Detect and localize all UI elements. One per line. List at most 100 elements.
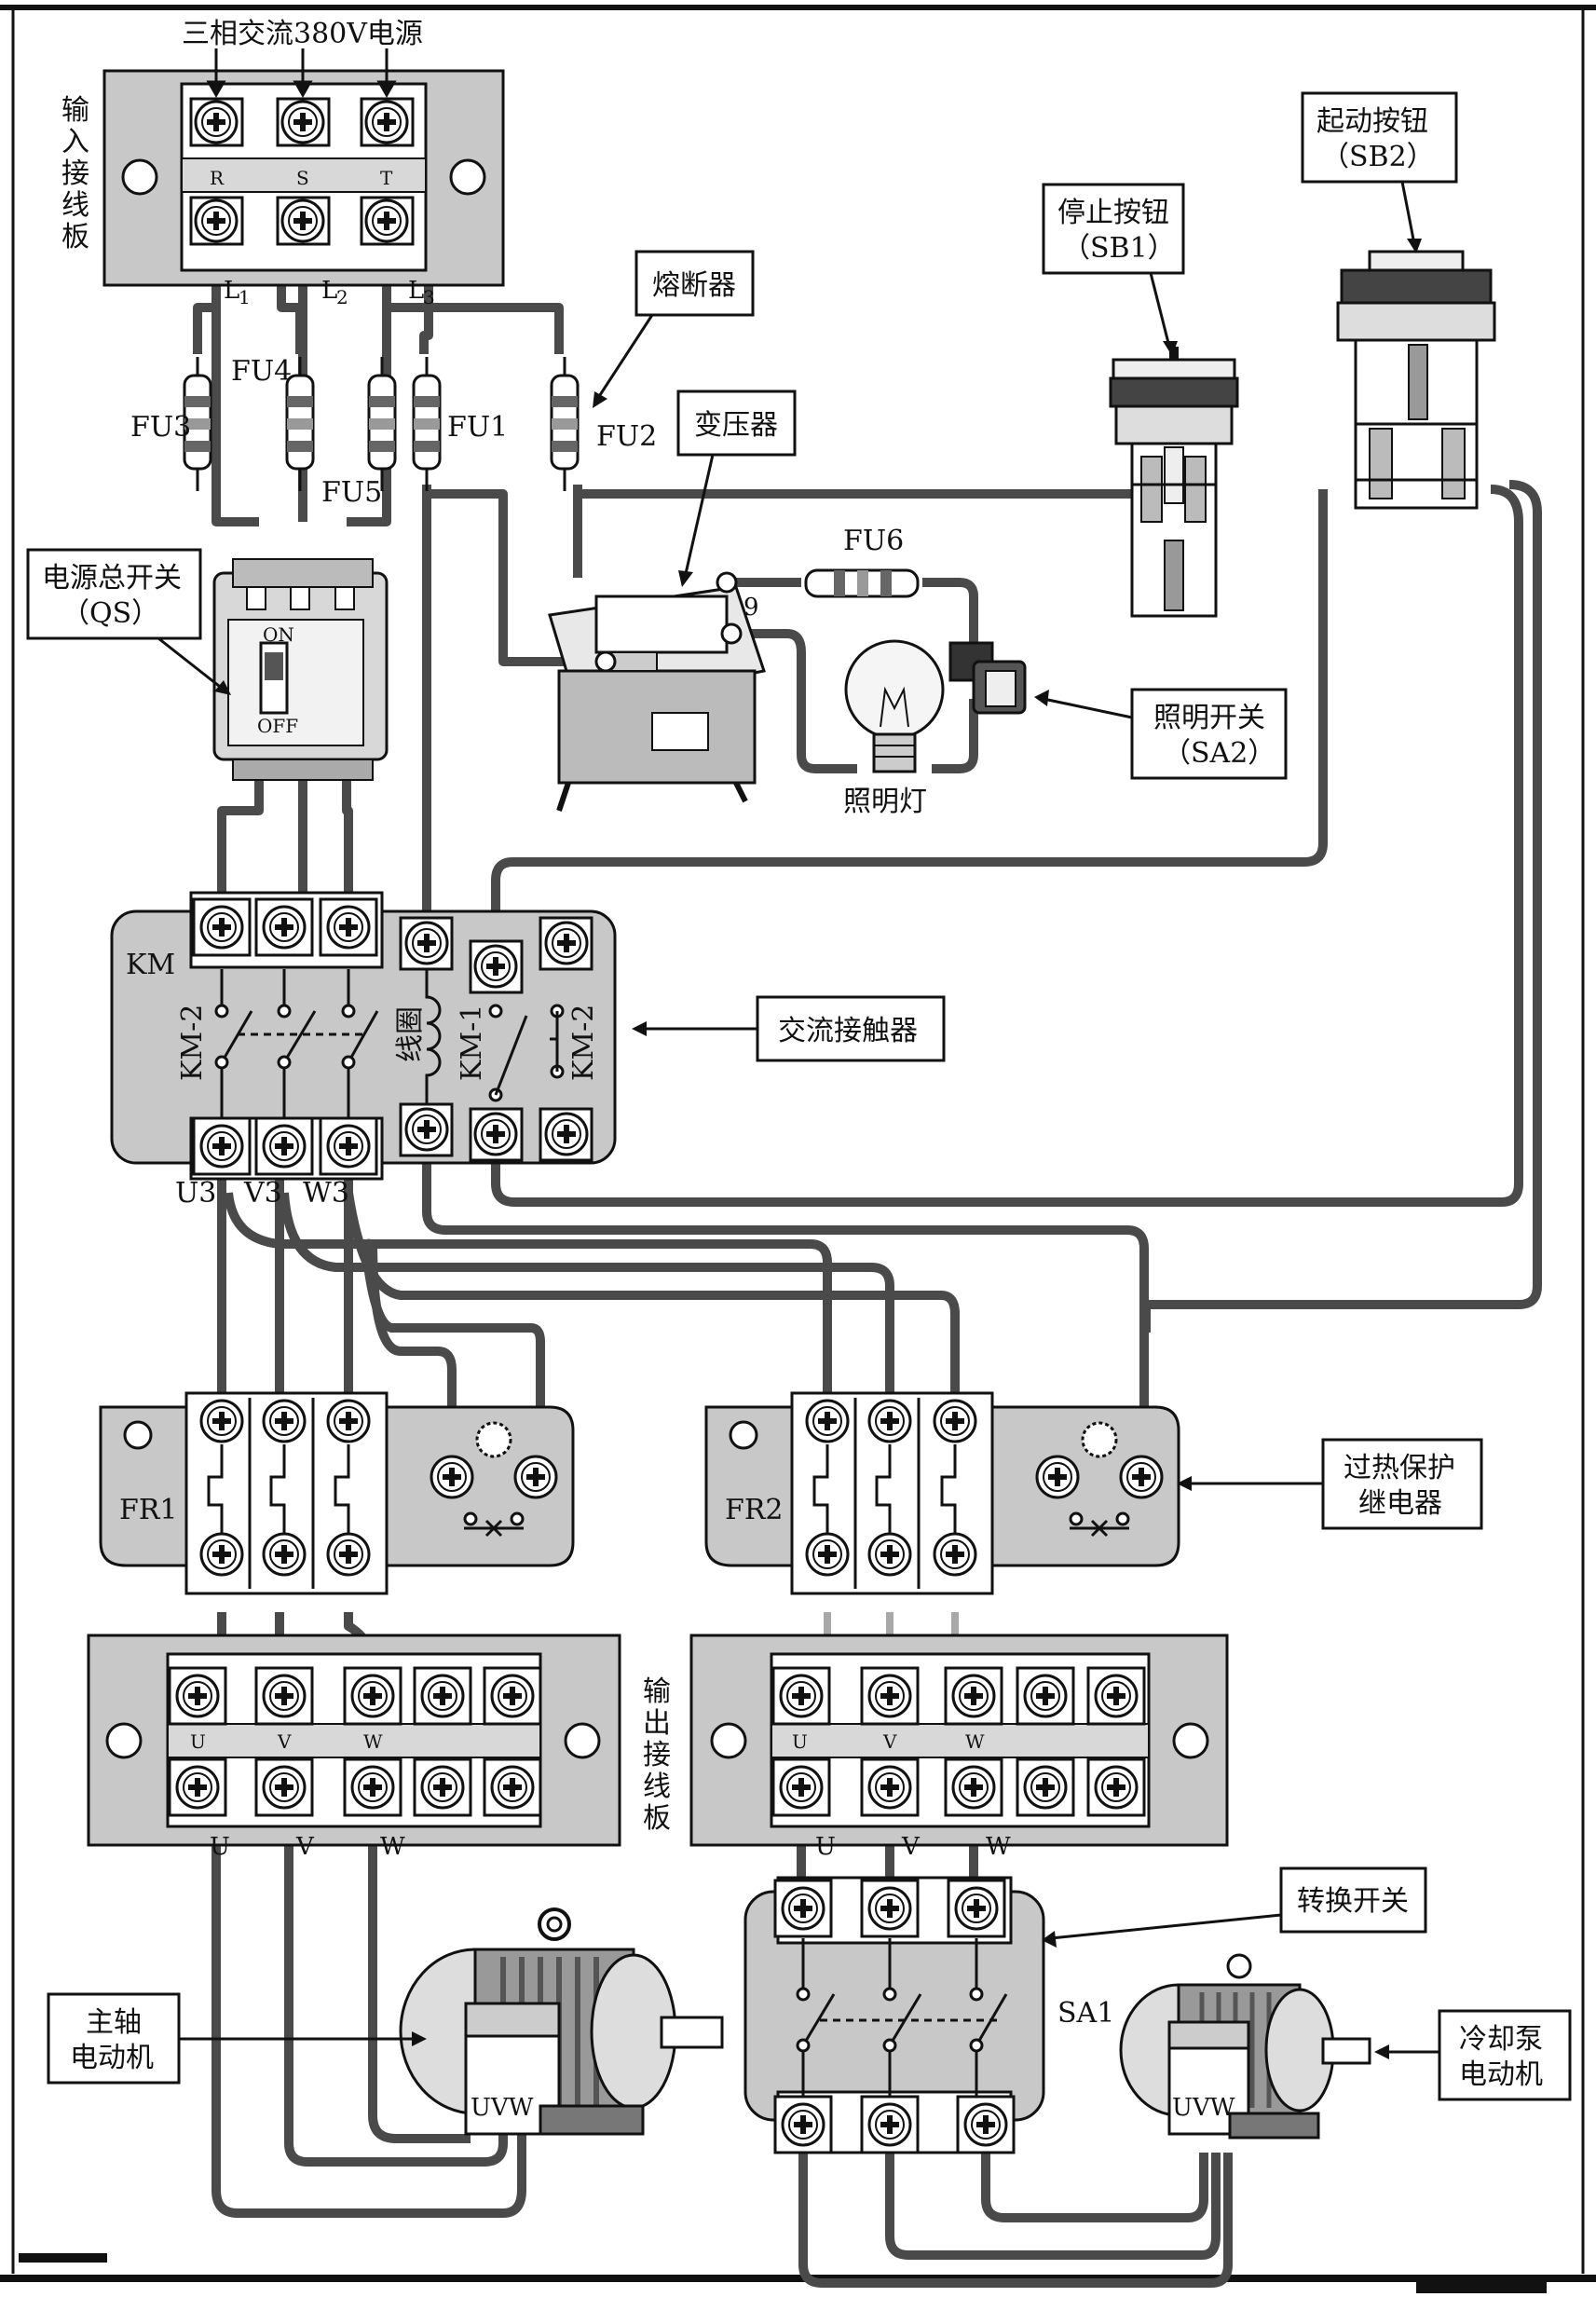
power-source-label: 三相交流380V电源 [182, 18, 423, 50]
callout-contactor: 交流接触器 [632, 995, 946, 1062]
input-terminal-T [360, 97, 415, 246]
label-FU6: FU6 [843, 525, 904, 557]
svg-text:板: 板 [61, 221, 89, 253]
label-W3: W3 [303, 1177, 349, 1210]
input-terminal-board: R S T [102, 48, 505, 287]
callout-stop-button: 停止按钮 （SB1） [1042, 183, 1185, 356]
label-coil: 线圈 [394, 1006, 427, 1062]
svg-text:停止按钮: 停止按钮 [1057, 197, 1169, 229]
input-board-label: 输 入 接 线 板 [61, 94, 89, 253]
input-terminal-R [189, 97, 244, 246]
svg-text:2: 2 [336, 286, 348, 308]
out2-label-V: V [901, 1833, 921, 1861]
board1-label-W: W [363, 1730, 383, 1753]
transfer-switch-SA1 [743, 1876, 1045, 2154]
label-KM1: KM-1 [456, 1005, 488, 1081]
label-FU3: FU3 [130, 411, 191, 444]
svg-text:继电器: 继电器 [1358, 1487, 1442, 1520]
callout-transformer: 变压器 [676, 390, 797, 587]
spindle-motor-uvw-label: UVW [471, 2094, 534, 2122]
transformer-pin-label: 9 [743, 594, 759, 622]
output-board-label: 输 出 接 线 板 [643, 1675, 671, 1835]
svg-text:转换开关: 转换开关 [1297, 1885, 1409, 1918]
svg-text:电源总开关: 电源总开关 [42, 562, 182, 595]
switch-off-label: OFF [257, 715, 298, 737]
svg-text:输: 输 [643, 1675, 671, 1708]
out1-label-U: U [210, 1833, 230, 1861]
svg-text:入: 入 [61, 126, 89, 158]
spindle-motor: UVW [399, 1907, 724, 2136]
label-FU4: FU4 [231, 355, 292, 388]
board2-label-U: U [792, 1730, 808, 1753]
out2-label-U: U [815, 1833, 836, 1861]
svg-text:L: L [224, 277, 239, 305]
lamp-switch [948, 641, 1027, 715]
svg-text:线: 线 [643, 1771, 671, 1803]
svg-text:过热保护: 过热保护 [1344, 1452, 1455, 1484]
callout-coolant-motor: 冷却泵 电动机 [1374, 2009, 1572, 2101]
out2-label-W: W [986, 1833, 1011, 1861]
lighting-lamp [844, 639, 945, 773]
board2-label-W: W [965, 1730, 985, 1753]
label-terminal-S: S [296, 167, 309, 189]
thermal-relay-FR1: FR1 [99, 1391, 575, 1595]
thermal-relay-FR2: FR2 [704, 1391, 1180, 1595]
svg-text:照明开关: 照明开关 [1153, 702, 1265, 734]
svg-text:（SB1）: （SB1） [1062, 232, 1176, 265]
label-terminal-T: T [380, 167, 393, 189]
svg-text:冷却泵: 冷却泵 [1459, 2023, 1543, 2056]
label-FU5: FU5 [321, 476, 382, 509]
callout-transfer-switch: 转换开关 [1042, 1866, 1427, 1948]
svg-text:（SB2）: （SB2） [1321, 141, 1435, 173]
ac-contactor-KM: KM KM-2 线圈 KM-1 KM-2 [110, 891, 617, 1181]
svg-text:变压器: 变压器 [694, 409, 778, 442]
board2-label-V: V [882, 1730, 897, 1753]
label-KM2-left: KM-2 [176, 1005, 209, 1081]
coolant-pump-motor: UVW [1119, 1953, 1371, 2140]
svg-text:（SA2）: （SA2） [1163, 737, 1275, 770]
svg-text:电动机: 电动机 [70, 2042, 154, 2074]
label-FU2: FU2 [596, 420, 657, 453]
svg-text:L: L [321, 277, 337, 305]
svg-text:主轴: 主轴 [86, 2006, 142, 2039]
callout-spindle-motor: 主轴 电动机 [47, 1992, 427, 2085]
label-KM2-right: KM-2 [567, 1005, 600, 1081]
out1-label-W: W [380, 1833, 405, 1861]
coolant-motor-uvw-label: UVW [1172, 2094, 1235, 2122]
label-KM: KM [126, 949, 175, 981]
transformer: 9 [548, 571, 766, 812]
input-terminal-S [276, 97, 331, 246]
fuse-FU1 [412, 355, 442, 493]
output-terminal-board-2: U V W [689, 1634, 1229, 1847]
label-terminal-R: R [210, 167, 225, 189]
label-FR1: FR1 [119, 1494, 178, 1526]
svg-text:熔断器: 熔断器 [652, 269, 736, 302]
svg-text:（QS）: （QS） [61, 597, 159, 630]
switch-on-label: ON [263, 623, 294, 646]
svg-text:线: 线 [61, 189, 89, 222]
svg-text:输: 输 [61, 94, 89, 127]
page-frame [0, 5, 1596, 2293]
callout-main-switch: 电源总开关 （QS） [26, 548, 231, 695]
callout-start-button: 起动按钮 （SB2） [1301, 91, 1458, 253]
svg-text:交流接触器: 交流接触器 [778, 1015, 918, 1047]
svg-text:接: 接 [643, 1739, 671, 1771]
board1-label-V: V [277, 1730, 292, 1753]
svg-text:起动按钮: 起动按钮 [1316, 105, 1428, 138]
main-power-switch: ON OFF [212, 558, 389, 781]
stop-button-SB1 [1109, 347, 1239, 618]
svg-text:L: L [408, 277, 424, 305]
callout-overheat-relay: 过热保护 继电器 [1177, 1438, 1483, 1530]
start-button-SB2 [1336, 250, 1496, 510]
label-U3: U3 [175, 1177, 216, 1210]
svg-text:出: 出 [643, 1707, 671, 1740]
label-SA1: SA1 [1057, 1997, 1114, 2030]
label-FU1: FU1 [447, 411, 508, 444]
line-labels: L1 L2 L3 [224, 277, 435, 308]
callout-fuse: 熔断器 [593, 250, 755, 408]
callout-lamp-switch: 照明开关 （SA2） [1034, 688, 1288, 780]
fuse-FU2 [550, 355, 580, 493]
svg-text:接: 接 [61, 157, 89, 190]
